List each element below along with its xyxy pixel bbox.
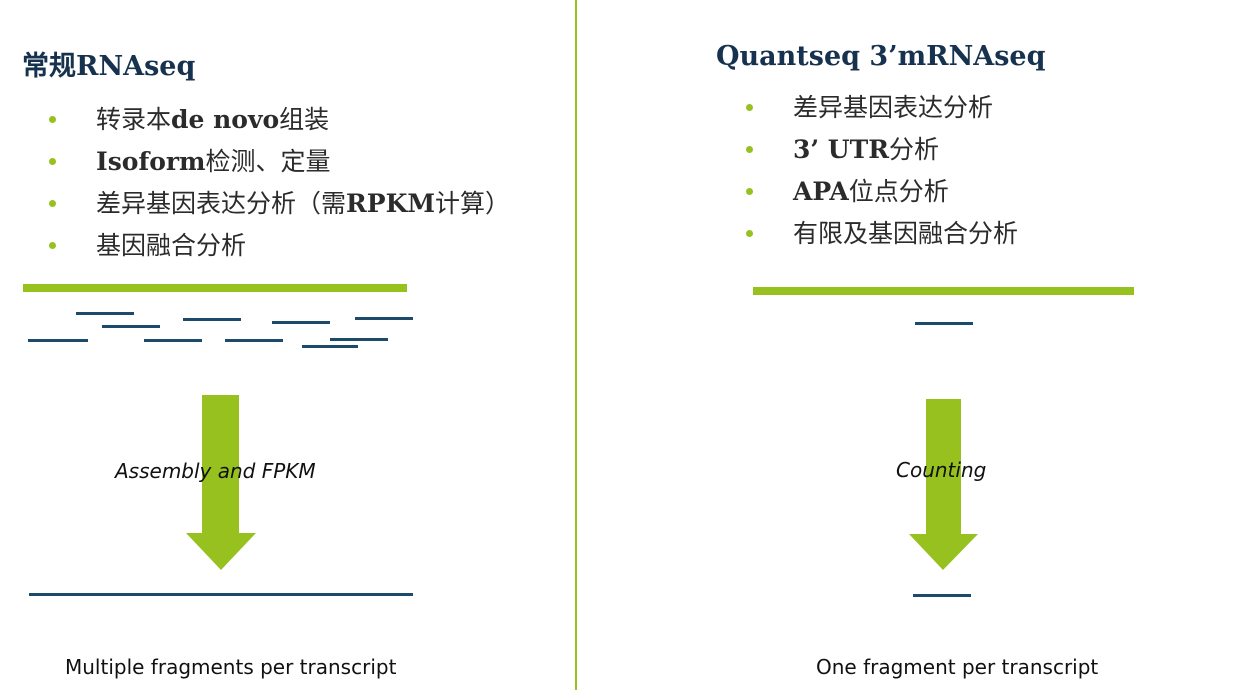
- bullet-dot-icon: [49, 242, 56, 249]
- read-fragment: [355, 317, 413, 320]
- list-item: 差异基因表达分析: [746, 87, 1018, 129]
- list-item: 差异基因表达分析（需RPKM计算）: [49, 183, 510, 225]
- transcript-bar: [753, 287, 1134, 295]
- left-caption: Multiple fragments per transcript: [65, 655, 397, 679]
- read-fragment: [28, 339, 88, 342]
- bullet-dot-icon: [746, 188, 753, 195]
- bullet-dot-icon: [746, 146, 753, 153]
- read-fragment: [272, 321, 330, 324]
- read-fragment: [225, 339, 283, 342]
- step-label: Assembly and FPKM: [115, 459, 316, 483]
- bullet-dot-icon: [746, 230, 753, 237]
- read-fragment: [183, 318, 241, 321]
- output-count-line: [913, 594, 971, 597]
- left-panel-title: 常规RNAseq: [22, 51, 196, 82]
- read-fragment: [330, 338, 388, 341]
- down-arrow-icon: [186, 395, 256, 570]
- bullet-dot-icon: [49, 116, 56, 123]
- transcript-bar: [23, 284, 407, 292]
- bullet-dot-icon: [49, 200, 56, 207]
- list-item: 基因融合分析: [49, 225, 510, 267]
- read-fragment: [76, 312, 134, 315]
- right-bullet-list: 差异基因表达分析 3’ UTR分析 APA位点分析 有限及基因融合分析: [746, 87, 1018, 255]
- list-item: Isoform检测、定量: [49, 141, 510, 183]
- list-item: 3’ UTR分析: [746, 129, 1018, 171]
- right-caption: One fragment per transcript: [816, 655, 1099, 679]
- list-item: APA位点分析: [746, 171, 1018, 213]
- read-fragment: [302, 345, 358, 348]
- step-label: Counting: [896, 458, 987, 482]
- list-item: 有限及基因融合分析: [746, 213, 1018, 255]
- bullet-dot-icon: [49, 158, 56, 165]
- down-arrow-icon: [909, 399, 978, 570]
- left-bullet-list: 转录本de novo组装 Isoform检测、定量 差异基因表达分析（需RPKM…: [49, 99, 510, 267]
- read-fragment: [915, 322, 973, 325]
- read-fragment: [102, 325, 160, 328]
- read-fragment: [144, 339, 202, 342]
- list-item: 转录本de novo组装: [49, 99, 510, 141]
- output-transcript-line: [29, 593, 413, 596]
- bullet-dot-icon: [746, 104, 753, 111]
- panel-divider: [575, 0, 577, 690]
- right-panel-title: Quantseq 3’mRNAseq: [716, 41, 1046, 72]
